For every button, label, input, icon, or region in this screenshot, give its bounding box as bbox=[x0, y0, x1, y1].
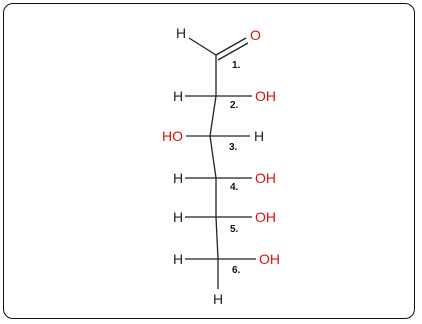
carbon-number-2: 2. bbox=[230, 100, 239, 111]
aldehyde-h-bond bbox=[188, 37, 217, 56]
carbon-5-left-substituent: H bbox=[173, 209, 183, 225]
carbon-2-group: H OH 2. bbox=[173, 88, 276, 111]
carbon-2-left-substituent: H bbox=[173, 88, 183, 104]
carbon-number-6: 6. bbox=[232, 265, 241, 276]
carbon-2-right-substituent: OH bbox=[255, 88, 276, 104]
carbon-backbone bbox=[209, 55, 219, 289]
carbon-number-3: 3. bbox=[229, 142, 238, 153]
bottom-hydrogen-label: H bbox=[213, 291, 223, 307]
carbon-4-group: H OH 4. bbox=[173, 170, 276, 193]
carbonyl-double-bond-inner bbox=[217, 42, 249, 61]
carbon-number-5: 5. bbox=[230, 224, 239, 235]
carbon-6-left-substituent: H bbox=[173, 251, 183, 267]
carbon-4-right-substituent: OH bbox=[255, 170, 276, 186]
carbon-4-left-substituent: H bbox=[173, 170, 183, 186]
carbon-number-1: 1. bbox=[232, 60, 241, 71]
aldehyde-oxygen-label: O bbox=[250, 27, 261, 43]
backbone-bond-c3-c4 bbox=[209, 135, 217, 179]
carbon-3-group: HO H 3. bbox=[162, 128, 264, 153]
backbone-bond-c5-c6 bbox=[215, 216, 219, 260]
aldehyde-group: H O bbox=[176, 25, 261, 61]
carbon-6-right-substituent: OH bbox=[259, 251, 280, 267]
carbon-5-right-substituent: OH bbox=[255, 209, 276, 225]
carbon-3-right-substituent: H bbox=[254, 128, 264, 144]
diagram-frame bbox=[3, 3, 415, 319]
carbon-6-group: H OH 6. bbox=[173, 251, 280, 276]
aldehyde-hydrogen-label: H bbox=[176, 25, 186, 41]
carbon-5-group: H OH 5. bbox=[173, 209, 276, 235]
carbonyl-double-bond-outer bbox=[215, 37, 247, 56]
carbon-3-left-substituent: HO bbox=[162, 128, 183, 144]
carbon-number-4: 4. bbox=[230, 182, 239, 193]
backbone-bond-c2-c3 bbox=[209, 95, 217, 137]
